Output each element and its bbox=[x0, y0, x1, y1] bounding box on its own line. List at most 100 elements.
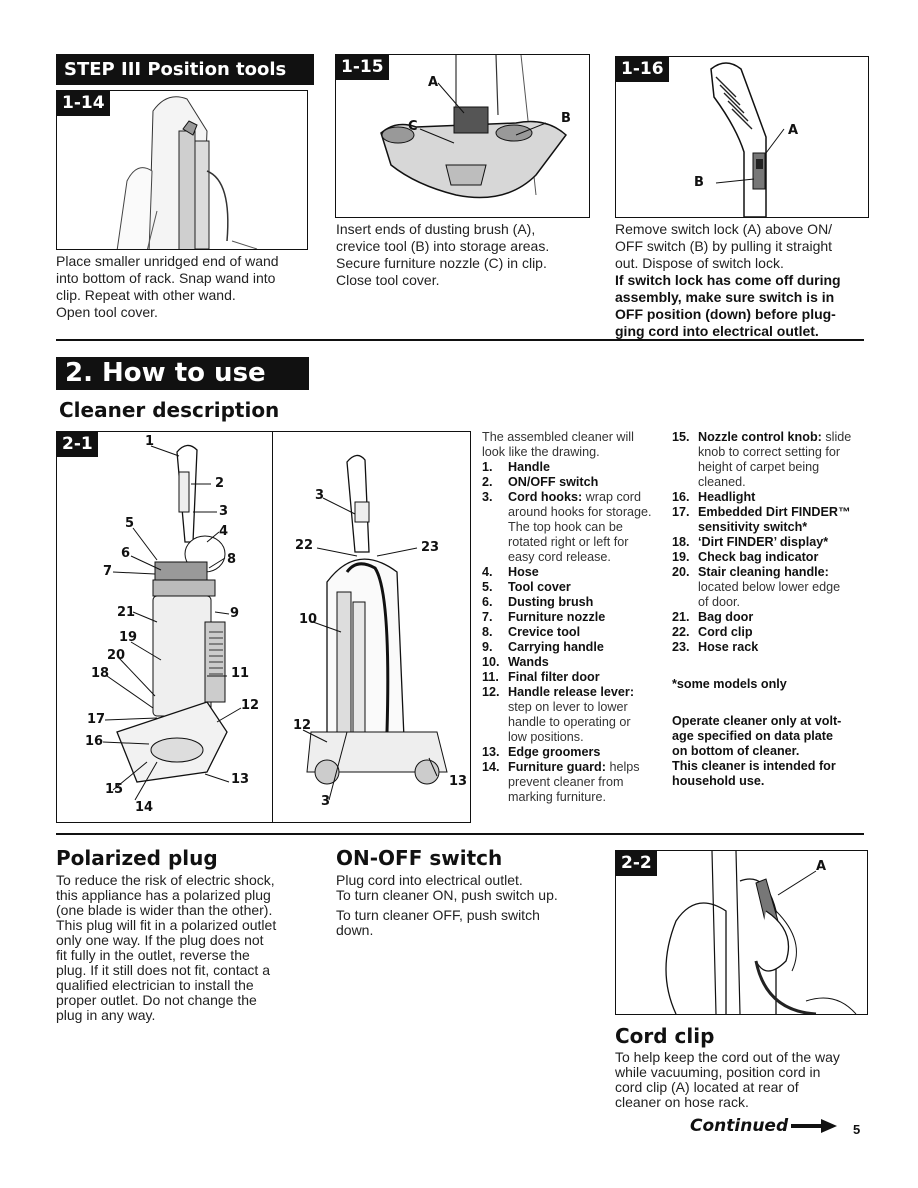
figure-2-2: 2-2 A bbox=[615, 850, 868, 1015]
continued-link[interactable]: Continued bbox=[690, 1116, 838, 1136]
item-number: 1. bbox=[482, 460, 493, 474]
item-label: Nozzle control knob: bbox=[698, 430, 822, 444]
figure-1-15: 1-15 A B C bbox=[335, 54, 590, 218]
item-label: Edge groomers bbox=[508, 745, 601, 759]
item-number: 9. bbox=[482, 640, 493, 654]
callout: 7 bbox=[103, 564, 113, 579]
item-continuation: height of carpet being bbox=[698, 460, 820, 474]
list-item: 5. Tool cover bbox=[482, 580, 672, 595]
cord-clip-text: To help keep the cord out of the way whi… bbox=[615, 1049, 840, 1110]
item-number: 13. bbox=[482, 745, 500, 759]
item-text: Final filter door bbox=[508, 670, 600, 685]
callout: 5 bbox=[125, 516, 135, 531]
callout: 4 bbox=[219, 524, 229, 539]
section-divider bbox=[56, 339, 864, 341]
continued-label: Continued bbox=[690, 1116, 789, 1136]
item-continuation: cleaned. bbox=[698, 475, 746, 489]
item-continuation: located below lower edge bbox=[698, 580, 841, 594]
callout: 17 bbox=[87, 712, 106, 727]
item-label: Cord clip bbox=[698, 625, 753, 639]
item-text: Hose rack bbox=[698, 640, 758, 655]
item-desc: wrap cord bbox=[582, 490, 641, 504]
item-text: Wands bbox=[508, 655, 549, 670]
figure-divider bbox=[272, 432, 273, 822]
item-continuation: step on lever to lower bbox=[508, 700, 628, 714]
item-text: Furniture nozzle bbox=[508, 610, 605, 625]
callout: 2 bbox=[215, 476, 225, 491]
list-item: 1. Handle bbox=[482, 460, 672, 475]
list-item: 3.Cord hooks: wrap cord bbox=[482, 490, 672, 505]
item-number: 23. bbox=[672, 640, 690, 654]
item-text: Nozzle control knob: slide bbox=[698, 430, 851, 445]
item-desc: slide bbox=[821, 430, 852, 444]
caption-1-14: Place smaller unridged end of wand into … bbox=[56, 253, 279, 320]
item-text: ON/OFF switch bbox=[508, 475, 598, 490]
label-a: A bbox=[428, 75, 439, 90]
callout: 14 bbox=[135, 800, 154, 815]
item-label: Hose rack bbox=[698, 640, 759, 654]
callout: 22 bbox=[295, 538, 314, 553]
item-label: Handle bbox=[508, 460, 550, 474]
item-number: 19. bbox=[672, 550, 690, 564]
item-label: Handle release lever: bbox=[508, 685, 635, 699]
intro-line: The assembled cleaner will bbox=[482, 430, 634, 444]
arrow-right-icon bbox=[791, 1119, 838, 1133]
callout: 18 bbox=[91, 666, 110, 681]
warning: Operate cleaner only at volt- age specif… bbox=[672, 714, 842, 788]
item-text: Tool cover bbox=[508, 580, 571, 595]
onoff-text: Plug cord into electrical outlet. To tur… bbox=[336, 872, 558, 938]
callout: 16 bbox=[85, 734, 104, 749]
item-text: Carrying handle bbox=[508, 640, 604, 655]
figure-tag: 1-15 bbox=[336, 55, 389, 80]
callout: 13 bbox=[449, 774, 468, 789]
list-item: 14.Furniture guard: helps bbox=[482, 760, 672, 775]
wand-rack-illustration bbox=[116, 96, 258, 249]
list-item: 12.Handle release lever: bbox=[482, 685, 672, 700]
figure-tag: 1-16 bbox=[616, 57, 669, 82]
cleaner-illustration bbox=[102, 444, 448, 801]
item-label: Embedded Dirt FINDER™ bbox=[698, 505, 851, 519]
switch-lock-illustration bbox=[710, 62, 785, 217]
callout: 6 bbox=[121, 546, 131, 561]
item-number: 5. bbox=[482, 580, 493, 594]
item-number: 8. bbox=[482, 625, 493, 639]
item-label: Check bag indicator bbox=[698, 550, 819, 564]
list-item: 4.Hose bbox=[482, 565, 672, 580]
item-text: Embedded Dirt FINDER™ bbox=[698, 505, 851, 520]
item-continuation: handle to operating or bbox=[508, 715, 631, 729]
cord-clip-illustration bbox=[665, 851, 857, 1014]
item-label: Tool cover bbox=[508, 580, 571, 594]
item-label: Hose bbox=[508, 565, 539, 579]
list-item: 18.‘Dirt FINDER’ display* bbox=[672, 535, 872, 550]
item-continuation: sensitivity switch* bbox=[698, 520, 808, 534]
callout: 21 bbox=[117, 605, 136, 620]
polarized-plug-title: Polarized plug bbox=[56, 846, 218, 870]
caption-1-16: Remove switch lock (A) above ON/ OFF swi… bbox=[615, 221, 841, 339]
polarized-plug-text: To reduce the risk of electric shock, th… bbox=[56, 872, 277, 1023]
item-label: Furniture nozzle bbox=[508, 610, 606, 624]
tool-storage-illustration bbox=[380, 55, 568, 199]
item-number: 3. bbox=[482, 490, 493, 504]
onoff-title: ON-OFF switch bbox=[336, 846, 503, 870]
item-continuation: prevent cleaner from bbox=[508, 775, 624, 789]
list-item: 6.Dusting brush bbox=[482, 595, 672, 610]
list-item: 10.Wands bbox=[482, 655, 672, 670]
item-continuation: rotated right or left for bbox=[508, 535, 629, 549]
step-banner: STEP III Position tools bbox=[56, 54, 314, 85]
figure-2-1: 2-1 bbox=[56, 431, 471, 823]
list-item: 13. Edge groomers bbox=[482, 745, 672, 760]
list-item: 16.Headlight bbox=[672, 490, 872, 505]
callout: 3 bbox=[321, 794, 331, 809]
parts-list-1: The assembled cleaner will look like the… bbox=[482, 430, 672, 805]
figure-tag: 2-2 bbox=[616, 851, 657, 876]
callout: 13 bbox=[231, 772, 250, 787]
label-a: A bbox=[816, 859, 827, 874]
item-number: 16. bbox=[672, 490, 690, 504]
item-text: Furniture guard: helps bbox=[508, 760, 640, 775]
item-label: Wands bbox=[508, 655, 549, 669]
cleaner-description-title: Cleaner description bbox=[59, 398, 280, 422]
item-label: Furniture guard: bbox=[508, 760, 606, 774]
